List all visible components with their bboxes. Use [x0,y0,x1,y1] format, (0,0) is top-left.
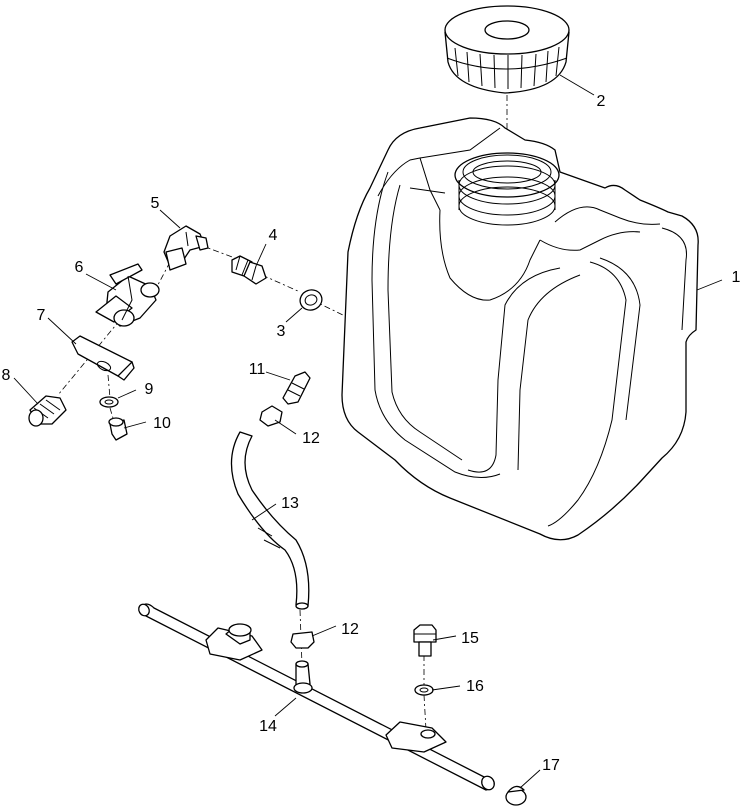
plug-10 [108,417,128,441]
hose-13 [230,431,310,610]
adapter-fitting-4 [231,255,267,285]
tank-body [341,117,699,541]
callout-16: 16 [466,678,484,695]
mounting-bracket-7 [71,335,135,381]
callout-4: 4 [269,227,278,244]
callout-14: 14 [259,718,277,735]
callout-numbers: 1 2 3 4 5 6 7 8 9 10 11 12 13 12 15 16 1… [2,93,741,774]
end-cap-17 [505,785,527,806]
callout-15: 15 [461,630,479,647]
callout-9: 9 [145,381,154,398]
callout-10: 10 [153,415,171,432]
callout-8: 8 [2,367,11,384]
callout-5: 5 [151,195,160,212]
washer-3 [299,289,323,311]
spray-boom-14 [138,603,495,791]
callout-11: 11 [249,361,266,378]
connector-11 [282,371,311,405]
callout-7: 7 [37,307,46,324]
leader-lines [13,74,723,789]
ball-valve-6 [95,263,160,327]
elbow-fitting-5 [163,225,209,271]
callout-13: 13 [281,495,299,512]
hose-nipple-8 [28,395,67,427]
callout-17: 17 [542,757,560,774]
washer-16 [414,684,434,696]
callout-3: 3 [277,323,286,340]
callout-1: 1 [732,269,741,286]
callout-12-upper: 12 [302,430,320,447]
callout-6: 6 [75,259,84,276]
hose-clamp-12-lower [290,631,315,649]
washer-9 [99,396,119,408]
callout-12-lower: 12 [341,621,359,638]
bolt-15 [413,624,437,657]
tank-cap [444,5,570,94]
callout-2: 2 [597,93,606,110]
